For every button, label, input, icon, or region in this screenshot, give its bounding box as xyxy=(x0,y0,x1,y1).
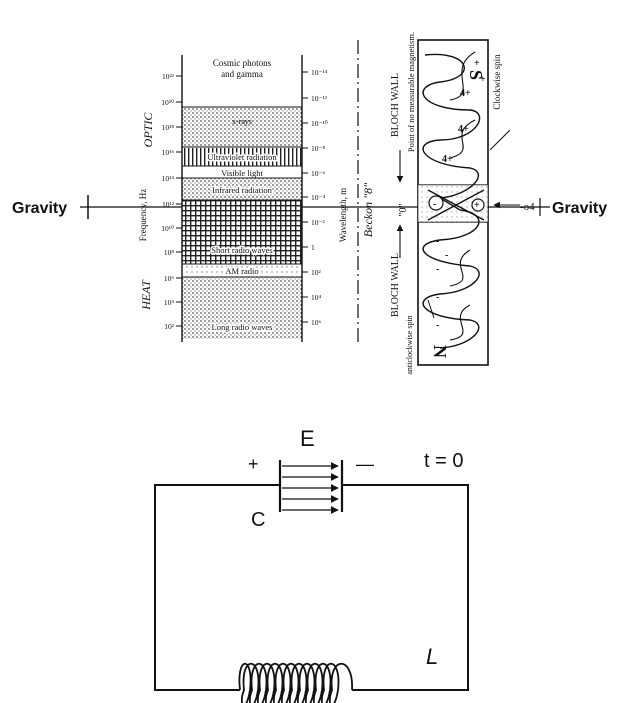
s-pole-label: S xyxy=(466,70,486,80)
gamma-label-1: Cosmic photons xyxy=(213,58,272,68)
gravity-label-right: Gravity xyxy=(552,200,607,217)
inductor-coil xyxy=(238,662,353,703)
gamma-label-2: and gamma xyxy=(221,69,263,79)
no-magnetism-label: Point of no measurable magnetism. xyxy=(406,32,416,152)
band-label-short-radio: Short radio waves xyxy=(211,245,272,255)
frequency-axis-label: Frequency, Hz xyxy=(138,189,148,241)
band-label-xrays: x-rays xyxy=(232,117,252,126)
zero-point-marker-left xyxy=(428,195,444,211)
freq-tick: 10¹⁴ xyxy=(162,174,175,183)
heat-label: HEAT xyxy=(139,279,153,311)
freq-tick: 10¹⁸ xyxy=(162,123,175,132)
band-long-radio xyxy=(182,277,302,339)
freq-tick: 10⁸ xyxy=(164,248,175,257)
plus-mark: 4+ xyxy=(460,88,471,99)
band-xrays xyxy=(182,107,302,147)
circuit-wire xyxy=(154,484,469,691)
wave-tick: 10⁻¹⁴ xyxy=(311,68,328,77)
band-label-long-radio: Long radio waves xyxy=(212,322,273,332)
minus-four-label: -o4 xyxy=(520,201,535,213)
freq-tick: 10²⁰ xyxy=(161,98,174,107)
bloch-wall-upper-label: BLOCH WALL xyxy=(390,73,401,137)
band-short-radio xyxy=(182,200,302,264)
gravity-label-left: Gravity xyxy=(12,200,67,217)
bloch-wall-lower-label: BLOCH WALL xyxy=(390,253,401,317)
field-label: E xyxy=(300,426,315,451)
wave-tick: 10⁶ xyxy=(311,318,322,327)
arrow-anticlockwise xyxy=(427,299,435,319)
wave-tick: 10² xyxy=(311,268,322,277)
lc-circuit xyxy=(154,460,469,703)
band-am-radio xyxy=(182,264,302,277)
freq-tick: 10² xyxy=(164,322,175,331)
wall-crossing xyxy=(427,189,485,221)
wave-tick: 10⁴ xyxy=(311,293,322,302)
band-visible xyxy=(182,166,302,178)
minus-mark: - xyxy=(433,199,436,210)
minus-mark: - xyxy=(436,320,439,331)
beckon-label: Beckon "8" xyxy=(361,182,375,237)
time-label: t = 0 xyxy=(424,450,463,472)
zero-label: "0" xyxy=(398,203,409,216)
freq-tick: 10⁶ xyxy=(164,274,175,283)
plus-mark: + xyxy=(480,74,486,85)
wave-tick: 10⁻⁴ xyxy=(311,193,325,202)
arrow-clockwise xyxy=(489,129,511,151)
minus-mark: - xyxy=(445,250,448,261)
minus-mark: - xyxy=(436,264,439,275)
freq-tick: 10²² xyxy=(162,72,175,81)
wave-tick: 10⁻² xyxy=(311,218,325,227)
capacitor-label: C xyxy=(251,509,265,531)
wave-tick: 10⁻¹⁰ xyxy=(311,119,328,128)
band-label-ultraviolet: Ultraviolet radiation xyxy=(207,152,277,162)
band-label-infrared: Infrared radiation xyxy=(212,185,272,195)
optic-label: OPTIC xyxy=(141,112,155,148)
band-label-am-radio: AM radio xyxy=(225,266,258,276)
plus-mark: 4+ xyxy=(458,124,469,135)
band-ultraviolet xyxy=(182,148,302,166)
anticlockwise-label: anticlockwise spin xyxy=(405,315,414,374)
wave-tick: 10⁻⁸ xyxy=(311,144,325,153)
plus-sign: + xyxy=(248,454,259,474)
wave-tick: 10⁻¹² xyxy=(311,94,328,103)
freq-tick: 10¹² xyxy=(162,200,175,209)
band-label-visible: Visible light xyxy=(221,168,263,178)
minus-mark: - xyxy=(436,236,439,247)
spin-coil xyxy=(422,53,481,349)
wave-tick: 10⁻⁶ xyxy=(311,169,325,178)
minus-sign: — xyxy=(356,454,374,474)
freq-tick: 10¹⁶ xyxy=(162,148,175,157)
minus-mark: - xyxy=(436,292,439,303)
band-infrared xyxy=(182,178,302,200)
plus-mark: + xyxy=(474,58,480,69)
inductor-label: L xyxy=(426,644,438,669)
wavelength-axis-label: Wavelength, m xyxy=(338,188,348,242)
plus-mark: + xyxy=(474,200,480,211)
wave-tick: 1 xyxy=(311,243,315,252)
zero-point-marker-right xyxy=(471,198,485,212)
freq-tick: 10¹⁰ xyxy=(161,224,174,233)
freq-tick: 10⁴ xyxy=(164,298,175,307)
plus-mark: 4+ xyxy=(442,154,453,165)
spectrum-chart xyxy=(176,55,308,342)
clockwise-label: Clockwise spin xyxy=(492,54,502,110)
band-gamma xyxy=(182,55,302,107)
n-pole-label: N xyxy=(430,345,450,358)
magnet-diagram xyxy=(396,39,520,366)
